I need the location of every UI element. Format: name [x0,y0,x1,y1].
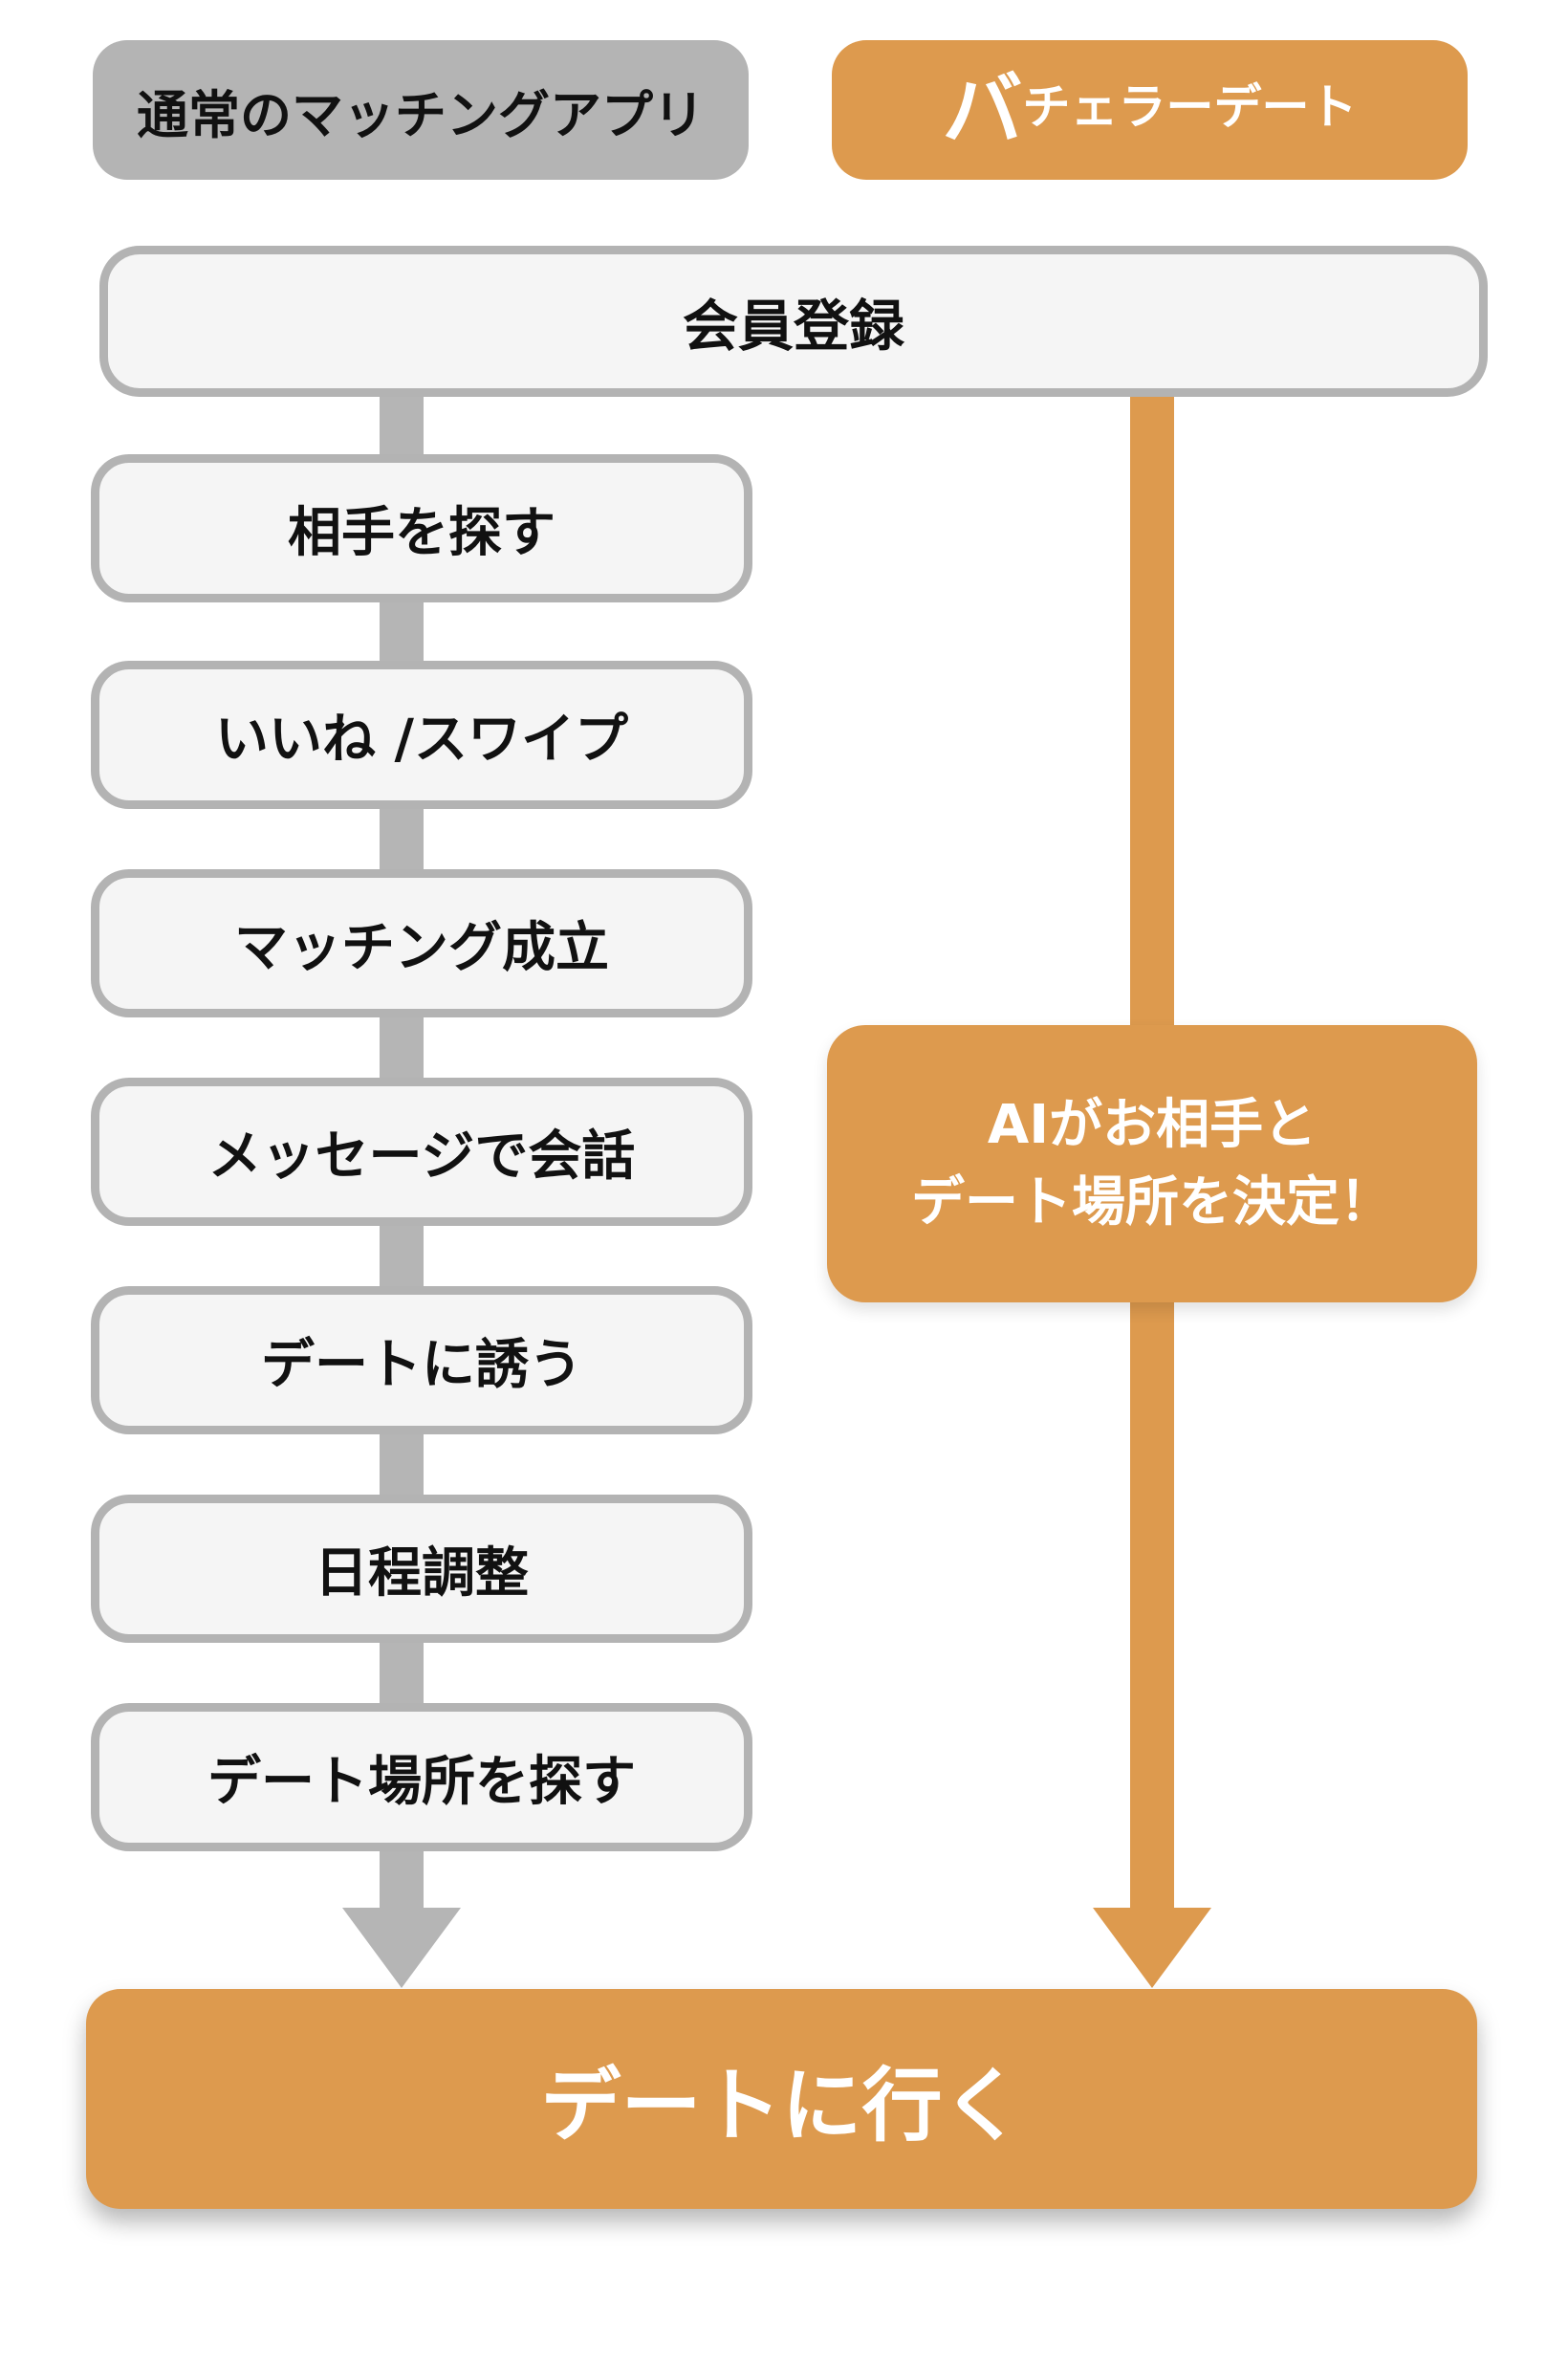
left-flow-arrowhead-icon [342,1908,461,1988]
step-ai-decides: AIがお相手と デート場所を決定！ [827,1025,1477,1302]
header-normal-matching-app: 通常のマッチングアプリ [93,40,749,180]
step-invite-to-date: デートに誘う [91,1286,752,1434]
step-ai-decides-line1: AIがお相手と [987,1093,1318,1156]
step-message-conversation-label: メッセージで会話 [207,1125,636,1188]
header-bachelor-date: バ チェラーデート [832,40,1468,180]
step-member-registration: 会員登録 [99,246,1488,397]
step-go-on-date: デートに行く [86,1989,1477,2209]
header-bachelor-date-label: チェラーデート [1022,79,1358,135]
step-like-swipe-label: いいね /スワイプ [215,709,628,771]
step-search-date-location: デート場所を探す [91,1703,752,1851]
step-ai-decides-line2: デート場所を決定！ [911,1171,1393,1234]
step-search-partner: 相手を探す [91,454,752,602]
step-search-date-location-label: デート場所を探す [207,1751,636,1813]
right-flow-arrowhead-icon [1093,1908,1211,1988]
step-member-registration-label: 会員登録 [682,294,904,359]
step-like-swipe: いいね /スワイプ [91,661,752,809]
header-bachelor-date-logo-initial: バ [942,63,1023,157]
step-schedule-adjustment: 日程調整 [91,1495,752,1643]
step-schedule-adjustment-label: 日程調整 [315,1542,529,1605]
step-match-established: マッチング成立 [91,869,752,1017]
step-match-established-label: マッチング成立 [234,917,609,979]
header-normal-matching-app-label: 通常のマッチングアプリ [137,84,705,145]
step-message-conversation: メッセージで会話 [91,1078,752,1226]
step-invite-to-date-label: デートに誘う [261,1334,582,1396]
step-search-partner-label: 相手を探す [288,502,555,564]
step-go-on-date-label: デートに行く [540,2058,1023,2152]
